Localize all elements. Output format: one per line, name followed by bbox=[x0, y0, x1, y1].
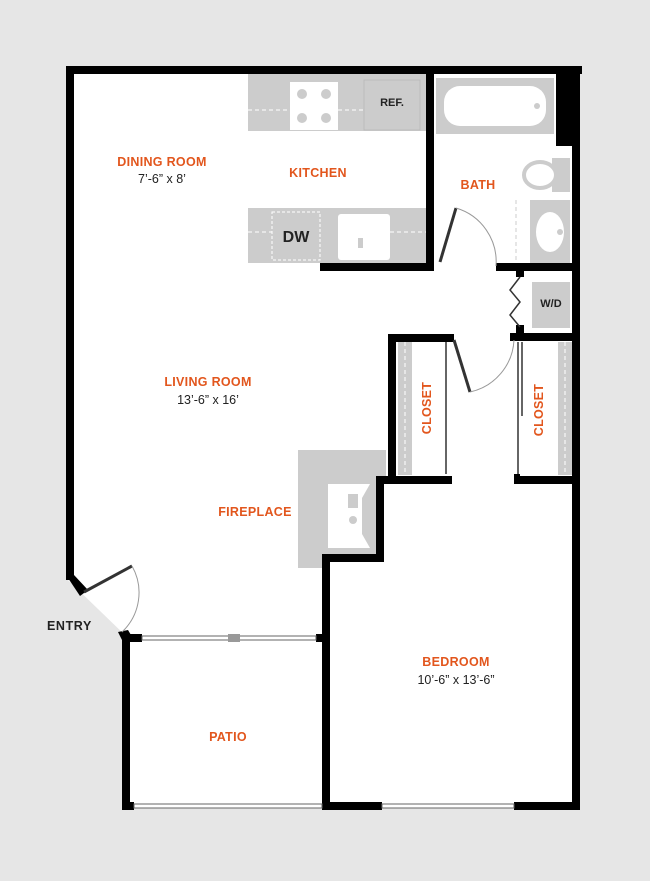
wall-bedroom-step-1 bbox=[376, 476, 384, 560]
tub-drain bbox=[534, 103, 540, 109]
refrigerator bbox=[363, 79, 421, 131]
dishwasher bbox=[271, 211, 321, 261]
wall-kitchen-bath bbox=[426, 66, 434, 271]
living-room-label: LIVING ROOM bbox=[164, 375, 251, 389]
range bbox=[290, 82, 338, 130]
walls bbox=[66, 66, 582, 810]
burner bbox=[297, 113, 307, 123]
wall-patio-bottom bbox=[122, 802, 134, 810]
fireplace-firebox bbox=[328, 484, 370, 548]
wall-bedroom-bottom-left bbox=[322, 802, 382, 810]
toilet-bowl bbox=[522, 160, 558, 190]
entry-label: ENTRY bbox=[47, 619, 92, 633]
bath-door-swing bbox=[455, 207, 497, 267]
wall-entry-jamb bbox=[118, 630, 134, 644]
doors bbox=[83, 207, 523, 633]
wall-bedroom-step-2 bbox=[322, 554, 384, 562]
kitchen-sink bbox=[338, 214, 390, 260]
patio-window bbox=[133, 803, 323, 809]
wall-closet-right-inner bbox=[514, 474, 520, 484]
wall-right bbox=[572, 66, 580, 810]
bathroom-sink bbox=[536, 212, 564, 252]
bedroom-label: BEDROOM bbox=[422, 655, 489, 669]
wall-closet-left-bottom bbox=[376, 476, 452, 484]
wall-wd-left-lower bbox=[516, 325, 524, 340]
toilet-tank bbox=[552, 158, 570, 192]
dishwasher-label: DW bbox=[283, 229, 311, 246]
entry-walkway bbox=[0, 570, 128, 881]
dining-room-label: DINING ROOM bbox=[117, 155, 206, 169]
wall-bedroom-bottom-right bbox=[514, 802, 580, 810]
faucet bbox=[358, 238, 363, 248]
wall-wd-bottom bbox=[510, 333, 580, 341]
entry-door bbox=[83, 564, 133, 594]
burner bbox=[321, 89, 331, 99]
wall-wd-left bbox=[516, 263, 524, 277]
washer-dryer-label: W/D bbox=[540, 298, 561, 310]
bathtub-basin bbox=[444, 86, 546, 126]
wall-entry-corner bbox=[66, 575, 88, 596]
washer-dryer bbox=[532, 282, 570, 328]
wall-bath-bottom bbox=[496, 263, 580, 271]
windows bbox=[133, 634, 515, 809]
bath-door bbox=[438, 207, 458, 263]
dining-room-dimensions: 7’-6” x 8’ bbox=[138, 172, 186, 186]
closet-left-door bbox=[452, 339, 472, 393]
closet-left-label: CLOSET bbox=[420, 382, 434, 435]
fireplace-label: FIREPLACE bbox=[218, 505, 292, 519]
wall-closet-left-side bbox=[388, 334, 396, 484]
interior-floor bbox=[68, 68, 580, 808]
bedroom-window bbox=[381, 803, 515, 809]
wall-left bbox=[66, 66, 74, 580]
living-room-dimensions: 13’-6” x 16’ bbox=[177, 393, 239, 407]
wall-closet-left-top bbox=[388, 334, 454, 342]
wd-bifold-door bbox=[509, 276, 521, 328]
burner bbox=[321, 113, 331, 123]
patio-label: PATIO bbox=[209, 730, 247, 744]
patio-slider-handle bbox=[228, 634, 240, 642]
burner bbox=[297, 89, 307, 99]
entry-door-swing bbox=[121, 565, 140, 633]
bath-label: BATH bbox=[461, 178, 496, 192]
closet-left-door-swing bbox=[469, 339, 515, 393]
wall-patio-left bbox=[122, 636, 130, 810]
wall-kitchen-bottom bbox=[320, 263, 434, 271]
sink-faucet bbox=[557, 229, 563, 235]
kitchen-label: KITCHEN bbox=[289, 166, 347, 180]
fireplace-log bbox=[349, 516, 357, 524]
wall-patio-top-right bbox=[316, 634, 330, 642]
refrigerator-label: REF. bbox=[380, 97, 404, 109]
wall-closet-right-bottom bbox=[514, 476, 580, 484]
wall-top bbox=[66, 66, 582, 74]
fireplace-grate bbox=[348, 494, 358, 508]
closet-right-label: CLOSET bbox=[532, 384, 546, 437]
wall-bedroom-left bbox=[322, 554, 330, 810]
bedroom-dimensions: 10’-6” x 13’-6” bbox=[417, 673, 494, 687]
